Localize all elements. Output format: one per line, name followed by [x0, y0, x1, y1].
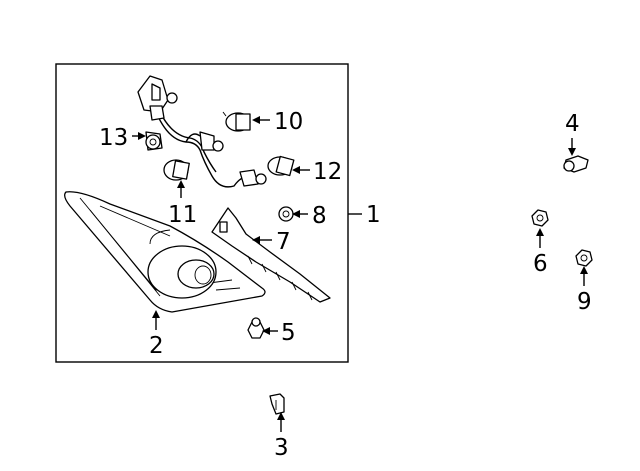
wiring-harness-part [137, 75, 267, 188]
bolt-part [563, 155, 589, 173]
callout-13: 13 [99, 125, 128, 151]
callout-7: 7 [276, 229, 291, 255]
callout-12: 12 [313, 159, 342, 185]
callout-5: 5 [281, 320, 296, 346]
lamp-housing-part [64, 191, 266, 313]
callout-1: 1 [366, 202, 381, 228]
bulb-12-part [267, 155, 295, 177]
callout-10: 10 [274, 109, 303, 135]
callout-8: 8 [312, 203, 327, 229]
callout-2: 2 [149, 333, 164, 359]
clip-part [269, 393, 285, 415]
callout-6: 6 [533, 251, 548, 277]
nut-part [247, 317, 265, 339]
gasket-part [211, 207, 331, 303]
bulb-11-part [163, 159, 190, 181]
leader-lines [132, 116, 588, 432]
bulb-10-part [222, 111, 251, 132]
nut-9-part [575, 249, 593, 267]
grommet-part [278, 206, 294, 222]
callout-3: 3 [274, 435, 289, 461]
callout-11: 11 [168, 202, 197, 228]
nut-6-part [531, 209, 549, 227]
assembly-box [55, 63, 349, 363]
callout-9: 9 [577, 289, 592, 315]
callout-4: 4 [565, 111, 580, 137]
bulb-13-part [145, 134, 161, 150]
